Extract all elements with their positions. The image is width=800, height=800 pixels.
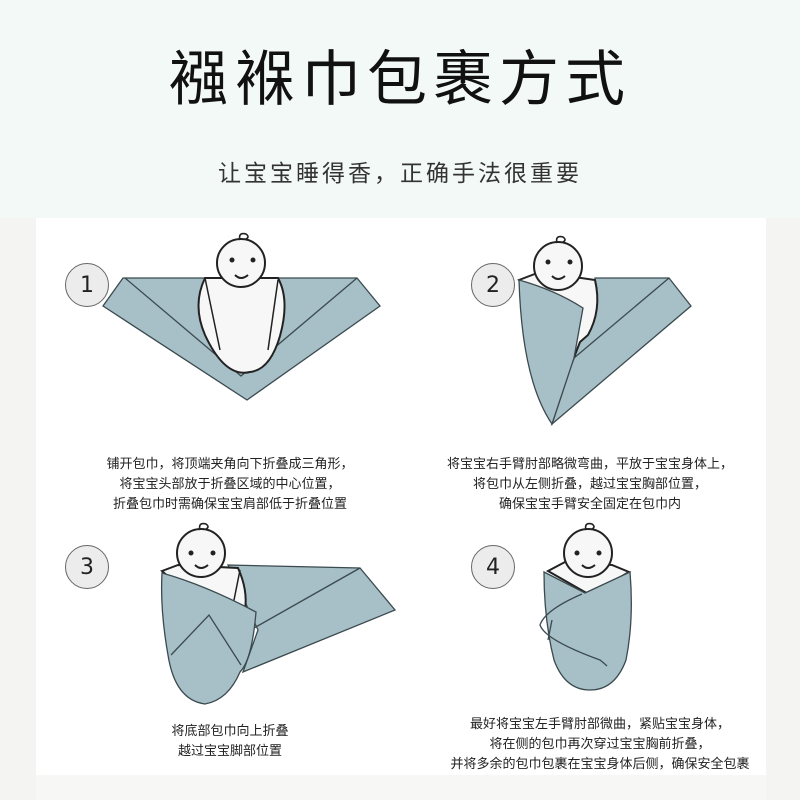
step-4-line-1: 最好将宝宝左手臂肘部微曲，紧贴宝宝身体， — [469, 717, 730, 732]
baby-body-icon — [197, 277, 286, 374]
step-4-badge: 4 — [471, 545, 515, 589]
blanket-body-wrap-icon — [160, 572, 257, 705]
step-4-text: 最好将宝宝左手臂肘部微曲，紧贴宝宝身体， 将在侧的包巾再次穿过宝宝胸前折叠， 并… — [400, 715, 800, 775]
step-2-number: 2 — [486, 272, 500, 298]
blanket-wrapped-icon — [539, 570, 632, 691]
step-4-line-2: 将在侧的包巾再次穿过宝宝胸前折叠， — [489, 737, 711, 752]
step-3-text: 将底部包巾向上折叠 越过宝宝脚部位置 — [60, 722, 400, 762]
step-3-line-1: 将底部包巾向上折叠 — [171, 724, 289, 739]
step-2-line-1: 将宝宝右手臂肘部略微弯曲，平放于宝宝身体上， — [446, 457, 733, 472]
step-1-line-3: 折叠包巾时需确保宝宝肩部低于折叠位置 — [112, 497, 347, 512]
right-margin — [766, 218, 800, 800]
baby-head-icon — [533, 235, 583, 291]
step-1-text: 铺开包巾，将顶端夹角向下折叠成三角形， 将宝宝头部放于折叠区域的中心位置， 折叠… — [60, 455, 400, 515]
step-1-line-1: 铺开包巾，将顶端夹角向下折叠成三角形， — [106, 457, 354, 472]
baby-body-icon — [545, 560, 632, 597]
step-1-badge: 1 — [65, 263, 109, 307]
step-2-line-3: 确保宝宝手臂安全固定在包巾内 — [498, 497, 681, 512]
step-1-line-2: 将宝宝头部放于折叠区域的中心位置， — [119, 477, 341, 492]
step-2-line-2: 将包巾从左侧折叠，越过宝宝胸部位置， — [472, 477, 707, 492]
step-3-badge: 3 — [65, 545, 109, 589]
left-margin — [0, 218, 36, 800]
step-4-number: 4 — [486, 554, 500, 580]
baby-head-icon — [176, 522, 226, 578]
baby-head-icon — [216, 232, 266, 288]
step-2-text: 将宝宝右手臂肘部略微弯曲，平放于宝宝身体上， 将包巾从左侧折叠，越过宝宝胸部位置… — [400, 455, 780, 515]
page-title: 襁褓巾包裹方式 — [169, 45, 631, 115]
step-3-line-2: 越过宝宝脚部位置 — [177, 744, 282, 759]
step-1-number: 1 — [80, 272, 94, 298]
page-subtitle: 让宝宝睡得香，正确手法很重要 — [218, 161, 582, 187]
step-4-line-3: 并将多余的包巾包裹在宝宝身体后侧，确保安全包裹 — [450, 757, 750, 772]
step-3-number: 3 — [80, 554, 94, 580]
step-2-badge: 2 — [471, 263, 515, 307]
header-banner: 襁褓巾包裹方式 让宝宝睡得香，正确手法很重要 — [0, 0, 800, 218]
blanket-left-flap-icon — [518, 279, 584, 426]
bottom-margin — [36, 775, 766, 800]
baby-head-icon — [563, 522, 613, 578]
